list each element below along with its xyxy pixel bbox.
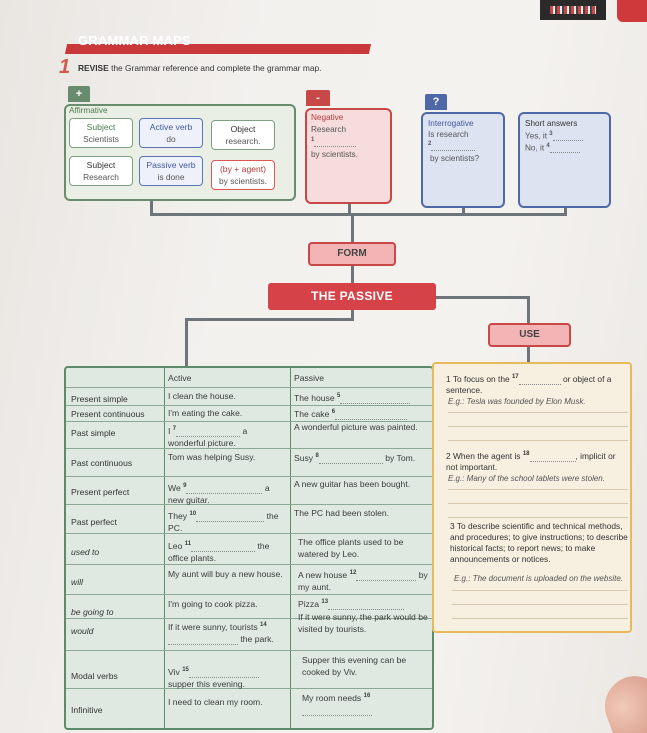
affirmative-symbol: + [68,86,90,102]
gap-7[interactable] [176,428,241,437]
interrogative-symbol: ? [425,94,447,110]
gap-5[interactable] [340,395,411,404]
section-title: GRAMMAR MAPS [78,33,191,48]
tense-label: Present perfect [71,487,130,497]
use-item-1: 1 To focus on the 17 or object of a sent… [446,373,612,395]
tense-label: Past perfect [71,517,117,527]
gap-2[interactable] [431,142,476,151]
tense-label: would [71,626,94,636]
gap-12[interactable] [356,572,417,581]
gap-16[interactable] [302,707,372,716]
interrogative-box: Interrogative Is research 2 by scientist… [421,112,505,208]
use-example-1: E.g.: Tesla was founded by Elon Musk. [448,397,586,406]
affirmative-box: Affirmative Subject Scientists Active ve… [64,104,296,201]
header-passive: Passive [294,373,325,383]
short-answers-box: Short answers Yes, it 3 No, it 4 [518,112,611,208]
gap-1[interactable] [314,138,357,147]
agent-card: (by + agent) by scientists. [211,160,275,190]
the-passive-box: THE PASSIVE [268,283,436,310]
use-panel: 1 To focus on the 17 or object of a sent… [432,362,632,633]
exercise-number: 1 [59,56,71,78]
gap-9[interactable] [186,485,263,494]
object-card: Object research. [211,120,275,150]
passive-table: Active Passive Present simple I clean th… [64,366,434,730]
tense-label: Present continuous [71,409,145,419]
section-banner: GRAMMAR MAPS [64,31,372,59]
tense-label: Past continuous [71,458,133,468]
gap-14[interactable] [168,636,238,645]
negative-symbol: - [306,90,330,106]
negative-label: Negative [311,113,344,122]
affirmative-label: Affirmative [69,106,108,115]
header-active: Active [168,373,192,383]
subject-card: Subject Scientists [69,118,133,148]
passive-verb-card: Passive verb is done [139,156,203,186]
tense-label: be going to [71,607,114,617]
gap-15[interactable] [188,669,259,678]
active-verb-card: Active verb do [139,118,203,148]
gap-4[interactable] [549,144,580,153]
gap-6[interactable] [335,411,408,420]
gap-17[interactable] [518,376,561,385]
use-item-2: 2 When the agent is 18, implicit or not … [446,450,616,472]
short-answers-label: Short answers [525,119,578,128]
interrogative-label: Interrogative [428,119,474,128]
exercise-instruction: REVISE the Grammar reference and complet… [78,63,322,73]
top-red-tab [617,0,647,22]
gap-11[interactable] [191,543,256,552]
gap-3[interactable] [552,132,583,141]
tense-label: Present simple [71,394,128,404]
tense-label: Infinitive [71,705,103,715]
tense-label: used to [71,547,100,557]
top-decoration [540,0,606,20]
gap-8[interactable] [318,455,383,464]
subject-research-card: Subject Research [69,156,133,186]
gap-18[interactable] [529,453,576,462]
use-example-3: E.g.: The document is uploaded on the we… [454,574,623,583]
gap-13[interactable] [328,601,405,610]
tense-label: will [71,577,83,587]
form-box: FORM [308,242,396,266]
use-item-3: 3 To describe scientific and technical m… [450,521,628,564]
negative-box: Negative Research 1 by scientists. [305,108,392,204]
tense-label: Modal verbs [71,671,118,681]
use-box: USE [488,323,571,347]
tense-label: Past simple [71,428,116,438]
gap-10[interactable] [196,513,265,522]
use-example-2: E.g.: Many of the school tablets were st… [448,474,605,483]
finger-photo-edge [596,667,647,733]
